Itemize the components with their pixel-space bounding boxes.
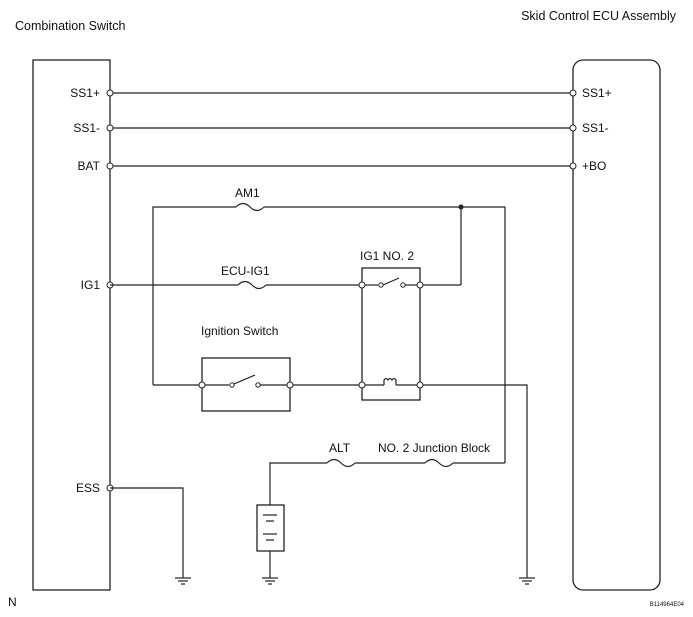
- ignition-pin-in: [198, 381, 206, 389]
- pin-left-ss1-plus: [106, 89, 114, 97]
- relay-switch-blade: [382, 277, 400, 286]
- label-ignition-switch: Ignition Switch: [201, 324, 278, 338]
- pin-label-right-ss1-plus: SS1+: [582, 86, 612, 100]
- relay-pin-4: [416, 381, 424, 389]
- figure-code: B114964E04: [650, 602, 685, 608]
- wire-ess-to-ground: [110, 487, 184, 578]
- fuse-alt-icon: [326, 458, 356, 468]
- relay-ig1-no2-box: [361, 267, 421, 401]
- skid-control-ecu-box: [572, 59, 661, 591]
- ignition-contact-right: [255, 382, 261, 388]
- combination-switch-title: Combination Switch: [15, 19, 126, 33]
- pin-label-ig1: IG1: [81, 278, 101, 292]
- wire-battery-to-alt: [269, 462, 327, 505]
- battery-icon: [256, 504, 285, 552]
- label-alt: ALT: [329, 441, 351, 455]
- fuse-am1-icon: [235, 202, 265, 212]
- pin-label-right-bo-plus: +BO: [582, 159, 606, 173]
- pin-left-bat: [106, 162, 114, 170]
- label-ecu-ig1: ECU-IG1: [221, 264, 270, 278]
- pin-right-ss1-plus: [569, 89, 577, 97]
- fuse-ecu-ig1-icon: [237, 280, 267, 290]
- pin-label-ess: ESS: [76, 481, 100, 495]
- corner-mark: N: [8, 595, 17, 609]
- wire-relay-to-ground: [423, 384, 528, 578]
- relay-contact-right: [400, 282, 406, 288]
- fuse-junction-block-icon: [424, 458, 454, 468]
- skid-control-ecu-title: Skid Control ECU Assembly: [521, 9, 677, 23]
- ground-icon-relay: [519, 577, 535, 585]
- relay-pin-1: [358, 281, 366, 289]
- label-no2-junction-block: NO. 2 Junction Block: [378, 441, 491, 455]
- pin-label-ss1-plus: SS1+: [70, 86, 100, 100]
- pin-right-ss1-minus: [569, 124, 577, 132]
- relay-contact-left: [378, 282, 384, 288]
- ignition-switch-blade: [233, 374, 256, 385]
- pin-label-ss1-minus: SS1-: [73, 121, 100, 135]
- pin-left-ss1-minus: [106, 124, 114, 132]
- relay-pin-2: [416, 281, 424, 289]
- ignition-contact-left: [229, 382, 235, 388]
- combination-switch-box: [32, 59, 111, 591]
- ignition-pin-out: [286, 381, 294, 389]
- pin-label-bat: BAT: [78, 159, 101, 173]
- pin-label-right-ss1-minus: SS1-: [582, 121, 609, 135]
- pin-right-bo-plus: [569, 162, 577, 170]
- ground-icon-battery: [262, 577, 278, 585]
- ground-icon-ess: [175, 577, 191, 585]
- relay-pin-3: [358, 381, 366, 389]
- label-am1: AM1: [235, 186, 260, 200]
- relay-coil-icon: [383, 377, 397, 385]
- wire-am1-left: [152, 206, 236, 385]
- wire-am1-right: [264, 206, 506, 463]
- label-ig1-no2: IG1 NO. 2: [360, 249, 414, 263]
